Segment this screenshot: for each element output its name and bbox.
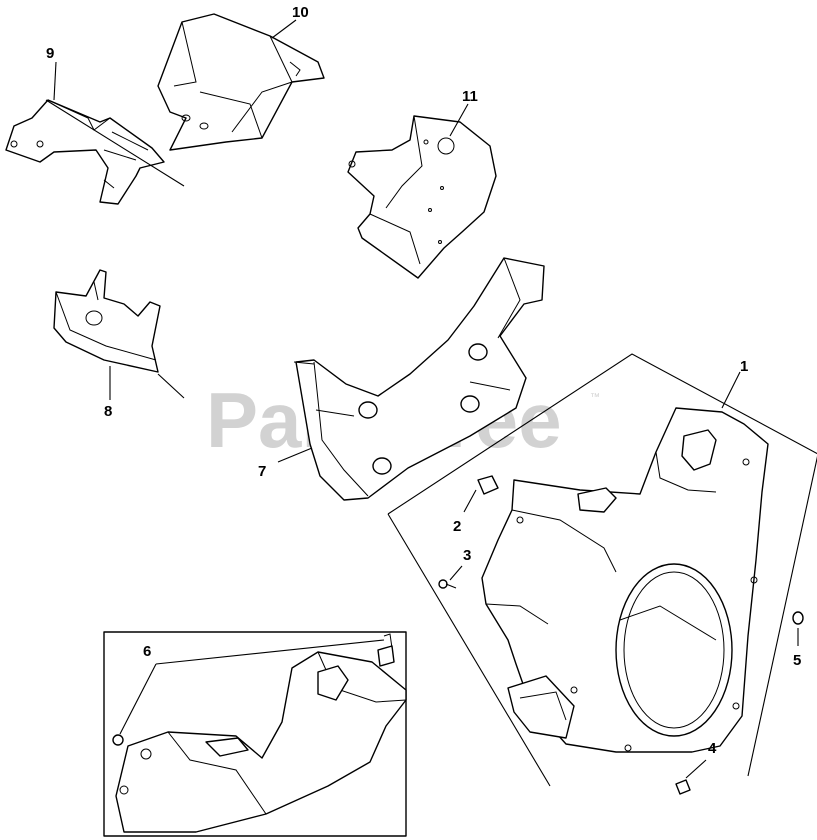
- callout-9: 9: [46, 45, 54, 62]
- callout-6: 6: [143, 643, 151, 660]
- callout-7: 7: [258, 463, 266, 480]
- callout-1: 1: [740, 358, 748, 375]
- part-10-shroud: [157, 13, 325, 151]
- callout-3: 3: [463, 547, 471, 564]
- part-7-baffle: [293, 257, 545, 501]
- part-9-bracket: [5, 99, 185, 205]
- callout-5: 5: [793, 652, 801, 669]
- part-3-screw: [438, 565, 463, 589]
- callout-4: 4: [708, 740, 717, 757]
- callout-10: 10: [292, 4, 309, 21]
- callout-2: 2: [453, 518, 461, 535]
- leader-11: [449, 103, 469, 137]
- watermark-trademark: ™: [590, 392, 600, 403]
- part-11-shroud: [347, 115, 497, 279]
- part-8-bracket: [53, 269, 185, 399]
- leader-1: [721, 371, 741, 409]
- callout-8: 8: [104, 403, 112, 420]
- leader-9: [53, 61, 57, 101]
- callout-11: 11: [462, 88, 478, 105]
- part-5-plug: [792, 611, 804, 646]
- leader-7: [277, 447, 313, 463]
- part-2-nut: [463, 475, 499, 513]
- inset-screw-icon: [112, 734, 124, 746]
- leader-10: [271, 19, 297, 39]
- inset-bolt-icon: [377, 633, 395, 667]
- part-4-clip: [675, 759, 707, 795]
- inset-view-box: [103, 631, 407, 837]
- part-1-blower-housing: [387, 353, 817, 787]
